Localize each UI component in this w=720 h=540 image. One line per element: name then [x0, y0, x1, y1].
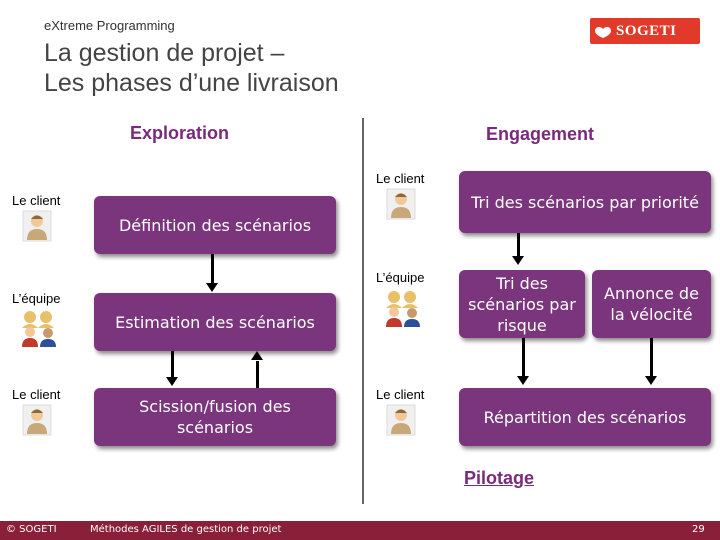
footer-copyright: © SOGETI [6, 524, 57, 535]
box-estimation-scenarios: Estimation des scénarios [94, 293, 336, 351]
client-person-icon [22, 210, 52, 242]
actor-label-team-2: L’équipe [376, 270, 425, 285]
team-people-icon [16, 308, 62, 348]
title-line-2: Les phases d’une livraison [44, 69, 339, 97]
section-exploration: Exploration [130, 123, 230, 143]
client-person-icon-4 [386, 404, 416, 436]
box-tri-priorite: Tri des scénarios par priorité [459, 171, 711, 233]
box-definition-scenarios: Définition des scénarios [94, 196, 336, 254]
client-person-icon-3 [386, 188, 416, 220]
arrowhead-4 [512, 256, 524, 265]
arrow-scission-to-estimation [256, 361, 259, 388]
arrow-estimation-to-scission [171, 351, 174, 378]
actor-label-client-3: Le client [376, 171, 425, 186]
logo-text: SOGETI [616, 22, 677, 39]
section-pilotage: Pilotage [464, 468, 535, 488]
actor-label-team: L’équipe [12, 291, 61, 306]
client-person-icon-2 [22, 404, 52, 436]
arrow-definition-to-estimation [211, 254, 214, 284]
actor-label-client-4: Le client [376, 387, 425, 402]
arrowhead-6 [645, 376, 657, 385]
arrow-velocite-to-repartition [650, 338, 653, 376]
sogeti-logo: SOGETI [590, 18, 700, 44]
box-tri-risque: Tri des scénarios par risque [459, 270, 585, 338]
actor-label-client-2: Le client [12, 387, 61, 402]
arrowhead-1 [206, 283, 218, 292]
title-line-1: La gestion de projet – [44, 39, 285, 67]
supertitle: eXtreme Programming [44, 18, 175, 33]
section-engagement: Engagement [486, 124, 595, 144]
actor-label-client: Le client [12, 193, 61, 208]
phase-divider [362, 118, 364, 504]
arrow-priorite-to-risque [517, 233, 520, 257]
box-annonce-velocite: Annonce de la vélocité [592, 270, 711, 338]
box-repartition-scenarios: Répartition des scénarios [459, 388, 711, 446]
arrowhead-2 [166, 377, 178, 386]
page-title: La gestion de projet – Les phases d’une … [44, 38, 464, 98]
arrowhead-5 [517, 376, 529, 385]
footer-page-number: 29 [692, 524, 705, 535]
footer-course-title: Méthodes AGILES de gestion de projet [90, 524, 282, 535]
arrow-risque-to-repartition [522, 338, 525, 376]
team-people-icon-2 [380, 288, 426, 328]
cards-icon [590, 18, 616, 44]
box-scission-fusion: Scission/fusion des scénarios [94, 388, 336, 446]
arrowhead-3 [251, 351, 263, 360]
footer-bar [0, 521, 720, 540]
